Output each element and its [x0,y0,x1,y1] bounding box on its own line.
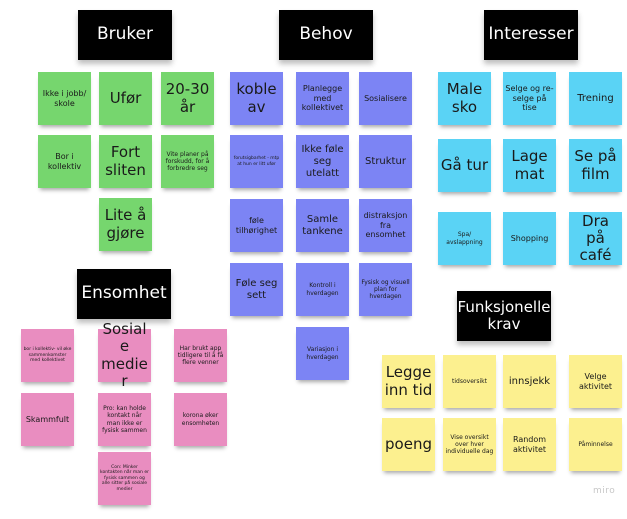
group-header-interesser[interactable]: Interesser [484,10,578,60]
sticky-note[interactable]: Ikke føle seg utelatt [296,135,349,188]
sticky-note[interactable]: Fort sliten [99,135,152,188]
sticky-note[interactable]: bor i kollektiv- vil øke sammenkomster m… [21,329,74,382]
sticky-note[interactable]: korona øker ensomheten [174,393,227,446]
sticky-note[interactable]: Kontroll i hverdagen [296,263,349,316]
sticky-note[interactable]: Lage mat [503,139,556,192]
sticky-note[interactable]: Gå tur [438,139,491,192]
sticky-note[interactable]: Male sko [438,72,491,125]
sticky-note[interactable]: Vise oversikt over hver individuelle dag [443,418,496,471]
sticky-note[interactable]: Trening [569,72,622,125]
group-header-bruker[interactable]: Bruker [78,10,172,60]
sticky-note[interactable]: forutsigbarhet - mtp at hun er litt ufør [230,135,283,188]
sticky-note[interactable]: Velge aktivitet [569,355,622,408]
sticky-note[interactable]: Sosialisere [359,72,412,125]
group-header-ensomhet[interactable]: Ensomhet [77,269,171,319]
sticky-note[interactable]: Ikke i jobb/ skole [38,72,91,125]
sticky-note[interactable]: Variasjon i hverdagen [296,327,349,380]
sticky-note[interactable]: koble av [230,72,283,125]
sticky-note[interactable]: Vite planer på forskudd, for å forbredre… [161,135,214,188]
miro-watermark: miro [593,486,616,496]
sticky-note[interactable]: Shopping [503,212,556,265]
sticky-note[interactable]: tidsoversikt [443,355,496,408]
sticky-note[interactable]: Se på film [569,139,622,192]
sticky-note[interactable]: føle tilhørighet [230,199,283,252]
sticky-note[interactable]: distraksjon fra ensomhet [359,199,412,252]
sticky-note[interactable]: Samle tankene [296,199,349,252]
sticky-note[interactable]: 20-30 år [161,72,214,125]
sticky-note[interactable]: Selge og re-selge på tise [503,72,556,125]
sticky-note[interactable]: poeng [382,418,435,471]
sticky-note[interactable]: innsjekk [503,355,556,408]
sticky-note[interactable]: Dra på café [569,212,622,265]
sticky-note[interactable]: Pro: kan holde kontakt når man ikke er f… [98,393,151,446]
sticky-note[interactable]: Sosiale medier [98,320,151,389]
sticky-note[interactable]: Struktur [359,135,412,188]
sticky-note[interactable]: Con: Minker kontakten når man er fysisk … [98,452,151,505]
sticky-note[interactable]: Legge inn tid [382,355,435,408]
sticky-note[interactable]: Spa/ avslappning [438,212,491,265]
sticky-note[interactable]: Random aktivitet [503,418,556,471]
sticky-note[interactable]: Ufør [99,72,152,125]
sticky-note[interactable]: Planlegge med kollektivet [296,72,349,125]
group-header-behov[interactable]: Behov [279,10,373,60]
sticky-note[interactable]: Føle seg sett [230,263,283,316]
sticky-note[interactable]: Fysisk og visuell plan for hverdagen [359,263,412,316]
sticky-note[interactable]: Skammfult [21,393,74,446]
sticky-note[interactable]: Lite å gjøre [99,198,152,251]
sticky-note[interactable]: Bor i kollektiv [38,135,91,188]
sticky-note[interactable]: Påminnelse [569,418,622,471]
group-header-funksjonelle-krav[interactable]: Funksjonelle krav [457,291,551,341]
sticky-note[interactable]: Har brukt app tidligere til å få flere v… [174,329,227,382]
